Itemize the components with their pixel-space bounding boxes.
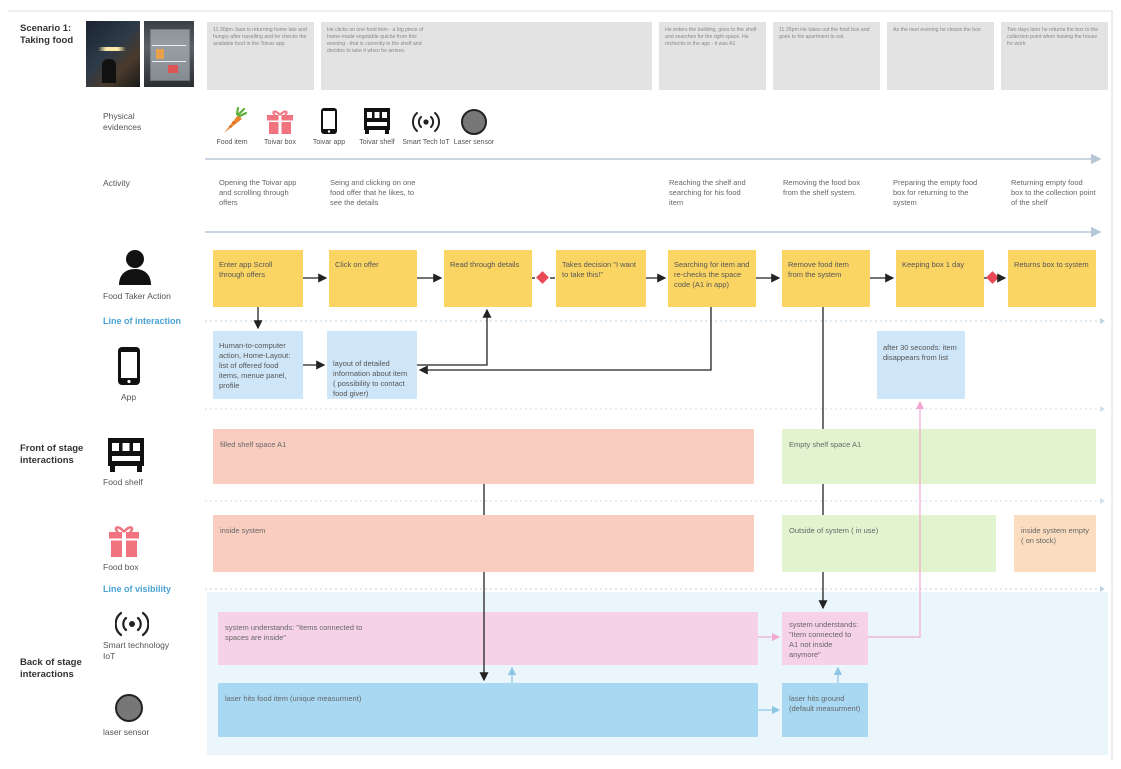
activity-2: Seing and clicking on one food offer tha… [330, 178, 416, 207]
story-panel-4: 11.35pm He takes out the food box and go… [773, 22, 880, 90]
evidence-label-laser-sensor: Laser sensor [453, 139, 495, 146]
app-detail-layout: layout of detailed information about ite… [327, 331, 417, 399]
row-label-physical-evidences: Physical evidences [103, 111, 142, 132]
phone-icon [320, 107, 338, 140]
action-returns-box: Returns box to system [1008, 250, 1096, 307]
story-panel-5: As the next evening he cleans the box [887, 22, 994, 90]
action-takes-decision: Takes decision "I want to take this!" [556, 250, 646, 307]
iot-understands-not-inside: system understands: "Item connected to A… [782, 612, 868, 665]
sensor-circle-icon [460, 108, 488, 141]
decision-diamond-1 [536, 271, 549, 284]
activity-3: Reaching the shelf and searching for his… [669, 178, 746, 207]
evidence-label-food-item: Food item [216, 139, 248, 146]
iot-understands-inside: system understands: "Items connected to … [218, 612, 758, 665]
action-searching-item: Searching for item and re-checks the spa… [668, 250, 756, 307]
row-label-laser-sensor: laser sensor [103, 727, 150, 737]
laser-hits-food-item: laser hits food item (unique measurment) [218, 683, 758, 737]
photo-street-night [86, 21, 140, 87]
evidence-label-toivar-box: Toivar box [264, 139, 296, 146]
box-inside-empty-stock: inside system empty ( on stock) [1014, 515, 1096, 572]
story-panel-2: He clicks on one food item - a big piece… [321, 22, 652, 90]
evidence-label-smart-tech-iot: Smart Tech IoT [402, 139, 450, 146]
app-item-disappears: after 30 seconds: item disappears from l… [877, 331, 965, 399]
row-label-food-taker: Food Taker Action [103, 291, 171, 301]
story-panel-1: 11.30pm Jaan is returning home late and … [207, 22, 314, 90]
story-panel-3: He enters the building, goes to the shel… [659, 22, 766, 90]
line-of-visibility-label: Line of visibility [103, 584, 172, 594]
evidence-label-toivar-shelf: Toivar shelf [359, 139, 395, 146]
evidence-label-toivar-app: Toivar app [312, 139, 346, 146]
story-panel-6: Two days later he returns the box to the… [1001, 22, 1108, 90]
carrot-icon [218, 106, 248, 141]
gift-box-icon [266, 108, 294, 141]
activity-5: Preparing the empty food box for returni… [893, 178, 978, 207]
food-shelf-icon [107, 437, 145, 478]
iot-signal-icon [114, 611, 150, 642]
action-keeping-box: Keeping box 1 day [896, 250, 984, 307]
action-read-details: Read through details [444, 250, 532, 307]
row-label-app: App [121, 392, 137, 402]
box-inside-system: inside system [213, 515, 754, 572]
shelf-icon [363, 107, 391, 140]
row-label-food-shelf: Food shelf [103, 477, 143, 487]
decision-diamond-2 [986, 271, 999, 284]
row-label-food-box: Food box [103, 562, 139, 572]
back-stage-label: Back of stage interactions [20, 657, 82, 680]
row-label-activity: Activity [103, 178, 130, 188]
food-box-icon [107, 523, 141, 564]
activity-4: Removing the food box from the shelf sys… [783, 178, 861, 197]
row-label-smart-technology: Smart technology IoT [103, 640, 170, 661]
activity-1: Opening the Toivar app and scrolling thr… [219, 178, 297, 207]
laser-hits-ground: laser hits ground (default measurment) [782, 683, 868, 737]
app-home-layout: Human-to-computer action, Home-Layout: l… [213, 331, 303, 399]
photo-fridge [144, 21, 194, 87]
scenario-title-line2: Taking food [20, 35, 74, 46]
action-remove-food: Remove food item from the system [782, 250, 870, 307]
shelf-empty-a1: Empty shelf space A1 [782, 429, 1096, 484]
activity-6: Returning empty food box to the collecti… [1011, 178, 1096, 207]
scenario-title: Scenario 1: Taking food [20, 23, 73, 47]
person-icon [116, 248, 154, 291]
action-enter-app: Enter app Scroll through offers [213, 250, 303, 307]
box-outside-system: Outside of system ( in use) [782, 515, 996, 572]
signal-icon [411, 110, 441, 139]
action-click-offer: Click on offer [329, 250, 417, 307]
line-of-interaction-label: Line of interaction [103, 316, 182, 326]
front-stage-label: Front of stage interactions [20, 443, 84, 466]
shelf-filled-a1: filled shelf space A1 [213, 429, 754, 484]
scenario-title-line1: Scenario 1: [20, 23, 72, 34]
laser-sensor-icon [114, 693, 144, 728]
app-phone-icon [117, 346, 141, 391]
